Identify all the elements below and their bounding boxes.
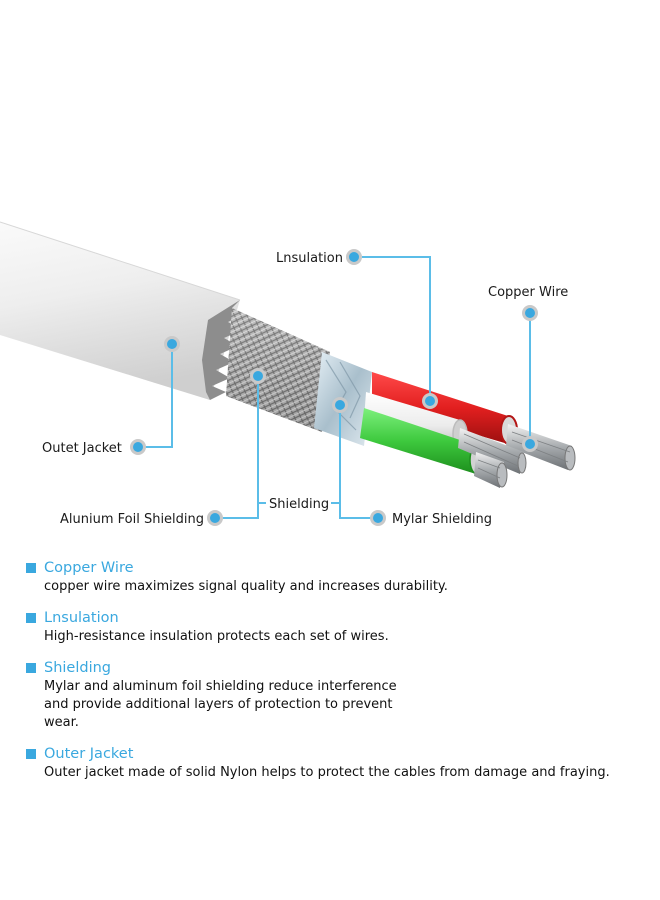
feature-description: copper wire maximizes signal quality and… — [44, 579, 448, 594]
feature-insulation: Lnsulation High-resistance insulation pr… — [26, 608, 646, 646]
feature-title: Lnsulation — [44, 610, 119, 626]
feature-description: Mylar and aluminum foil shielding reduce… — [44, 679, 397, 730]
cable-diagram: Lnsulation Copper Wire Outet Jacket Shie… — [0, 221, 576, 527]
copper-strands — [463, 431, 571, 479]
feature-description: High-resistance insulation protects each… — [44, 629, 389, 644]
braid-shielding-shade — [226, 308, 330, 432]
feature-list: Copper Wire copper wire maximizes signal… — [26, 558, 646, 794]
feature-title: Shielding — [44, 660, 111, 676]
leader-outer-jacket — [140, 345, 173, 448]
copper-wire-white — [458, 428, 524, 474]
jacket-cut-edge — [202, 300, 244, 400]
label-copper-wire: Copper Wire — [488, 285, 568, 300]
label-aluminium-foil: Alunium Foil Shielding — [60, 512, 204, 527]
square-bullet-icon — [26, 663, 36, 673]
feature-title: Copper Wire — [44, 560, 134, 576]
square-bullet-icon — [26, 749, 36, 759]
feature-title: Outer Jacket — [44, 746, 134, 762]
outer-jacket-top-edge — [0, 221, 241, 301]
square-bullet-icon — [26, 563, 36, 573]
feature-description: Outer jacket made of solid Nylon helps t… — [44, 765, 610, 780]
leader-aluminium-foil — [213, 376, 259, 519]
label-outer-jacket: Outet Jacket — [42, 441, 122, 456]
leader-mylar — [339, 405, 378, 519]
label-shielding: Shielding — [269, 497, 329, 512]
feature-shielding: Shielding Mylar and aluminum foil shield… — [26, 658, 646, 732]
label-insulation: Lnsulation — [276, 251, 343, 266]
feature-copper-wire: Copper Wire copper wire maximizes signal… — [26, 558, 646, 596]
red-insulation-shape — [372, 372, 514, 444]
leader-insulation — [362, 256, 431, 400]
green-insulation-shape — [360, 408, 483, 474]
copper-wire-red-tip — [564, 445, 576, 471]
square-bullet-icon — [26, 613, 36, 623]
label-mylar: Mylar Shielding — [392, 512, 492, 527]
callout-dots — [130, 249, 538, 526]
feature-outer-jacket: Outer Jacket Outer jacket made of solid … — [26, 744, 646, 782]
copper-wire-green-tip — [496, 462, 508, 488]
outer-jacket-shape — [0, 222, 240, 400]
copper-wire-white-tip — [517, 452, 527, 474]
